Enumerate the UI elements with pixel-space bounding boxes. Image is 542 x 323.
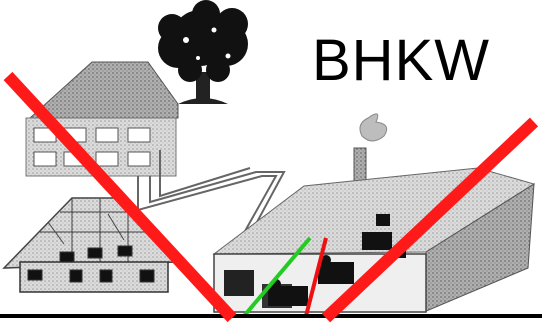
tree-icon <box>158 0 248 104</box>
timber-frame-house-icon <box>4 198 176 292</box>
page-title: BHKW <box>312 26 528 96</box>
